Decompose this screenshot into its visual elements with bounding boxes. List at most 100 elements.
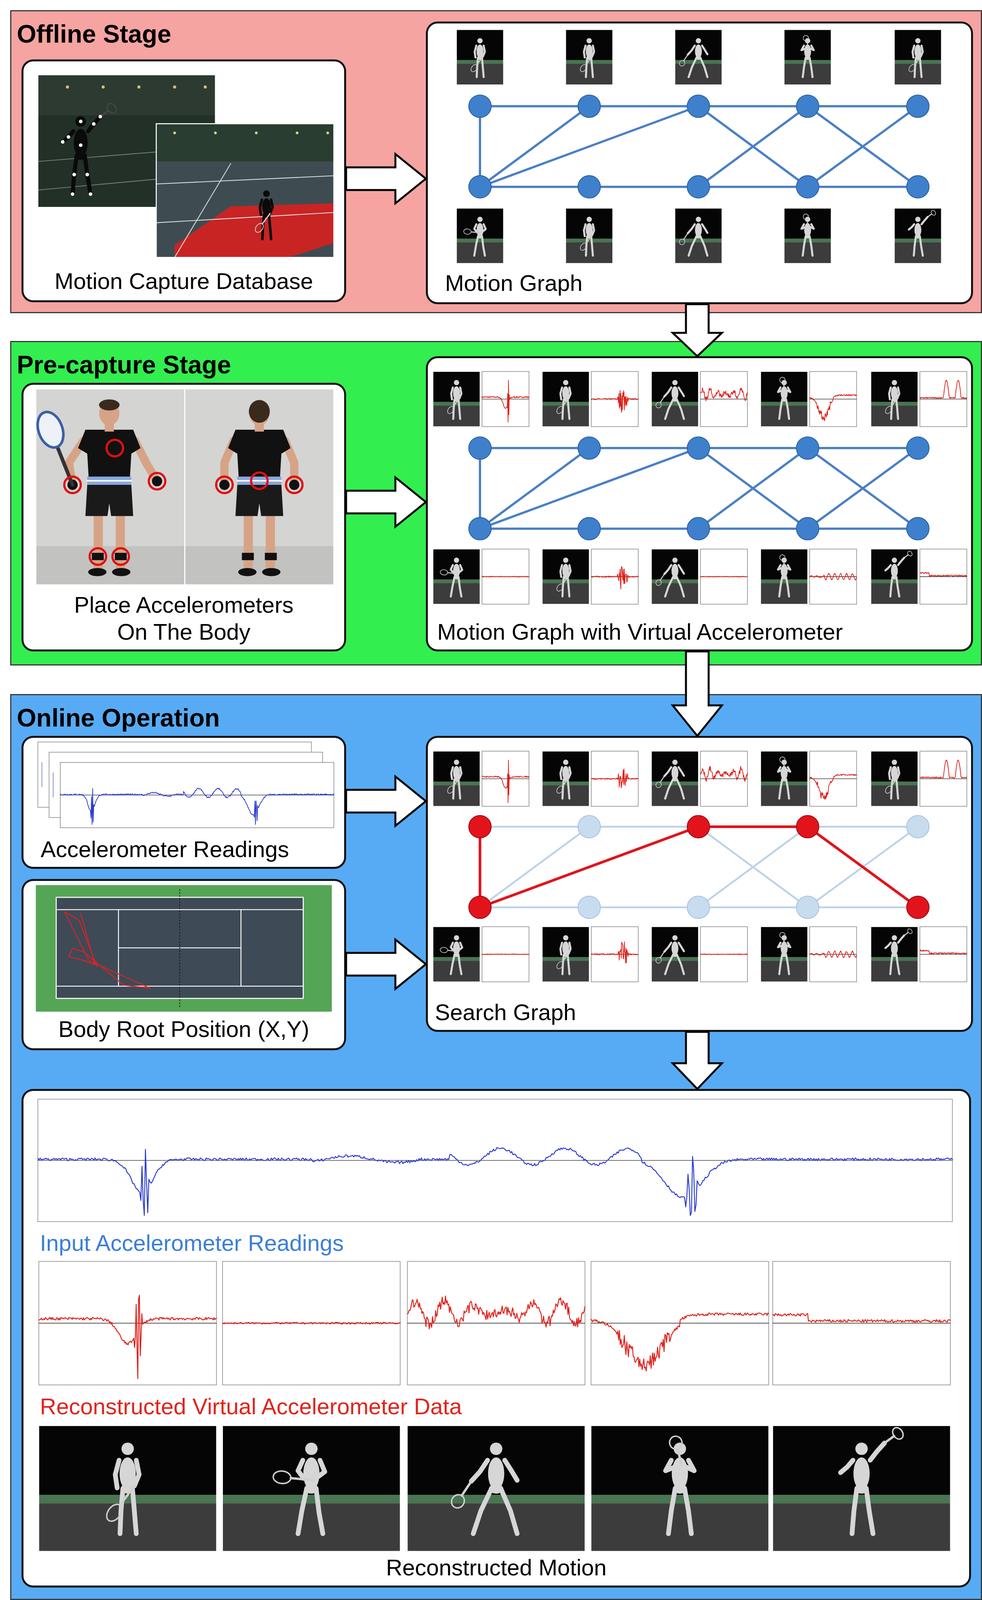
limb xyxy=(885,942,891,949)
graph-node xyxy=(578,517,601,540)
signal-plot xyxy=(809,751,857,807)
panel-label: Search Graph xyxy=(434,998,577,1027)
racket-handle xyxy=(884,1436,895,1444)
net-line xyxy=(179,889,181,1008)
light xyxy=(295,131,299,135)
pelvis xyxy=(453,575,460,580)
mannequin-figure xyxy=(908,209,937,256)
court-photo xyxy=(156,123,334,258)
limb xyxy=(786,399,789,419)
mannequin-figure xyxy=(654,557,684,597)
racket-head xyxy=(272,1470,292,1485)
graph-node xyxy=(468,517,492,540)
pelvis xyxy=(671,397,679,402)
illustration xyxy=(21,59,347,303)
head xyxy=(305,1442,318,1456)
floor xyxy=(760,404,808,427)
graph-edge xyxy=(698,185,808,189)
limb xyxy=(450,565,454,573)
graph-edge xyxy=(807,448,918,529)
floor-stripe xyxy=(432,579,480,584)
mannequin-figure xyxy=(840,1425,905,1534)
racket-head xyxy=(802,34,810,42)
graph-edge xyxy=(698,826,808,908)
limb xyxy=(134,1460,140,1487)
graph-edge xyxy=(479,448,699,529)
shoe xyxy=(87,568,107,577)
limb xyxy=(592,224,595,236)
stage-band: Accelerometer ReadingsBody Root Position… xyxy=(10,694,982,1600)
head xyxy=(891,759,898,766)
signal-trace xyxy=(482,954,530,956)
signal-trace xyxy=(919,380,967,399)
court-line xyxy=(56,985,304,987)
limb xyxy=(567,399,570,419)
racket-head xyxy=(667,1434,684,1451)
mannequin-figure xyxy=(777,931,790,975)
illustration xyxy=(425,356,974,652)
mannequin-figure xyxy=(555,935,571,975)
racket-handle xyxy=(453,398,460,407)
limb xyxy=(450,577,455,597)
plot-axis xyxy=(700,954,748,955)
thumb-frame xyxy=(870,751,918,807)
limb xyxy=(132,1489,137,1535)
render-thumbnail xyxy=(542,371,590,427)
limb xyxy=(701,45,708,55)
limb xyxy=(451,387,453,400)
racket-handle xyxy=(262,213,271,224)
limb xyxy=(777,565,782,570)
mocap-marker xyxy=(61,140,65,144)
mannequin-figure xyxy=(777,554,790,597)
limb xyxy=(897,387,900,399)
mannequin-figure xyxy=(439,557,463,597)
signal-trace xyxy=(700,766,748,782)
head xyxy=(915,216,921,223)
head xyxy=(477,37,483,44)
racket-handle xyxy=(476,56,483,65)
signal-plot xyxy=(772,1261,951,1386)
mocap-marker xyxy=(98,114,103,119)
limb xyxy=(458,779,461,799)
render-thumbnail xyxy=(675,208,722,264)
limb xyxy=(779,955,783,975)
limb xyxy=(665,779,674,799)
limb xyxy=(896,779,898,799)
graph-node xyxy=(687,815,710,839)
limb xyxy=(457,565,463,574)
head xyxy=(891,380,898,386)
limb xyxy=(458,577,462,597)
graph-edge xyxy=(807,447,918,450)
render-background xyxy=(894,29,942,85)
limb xyxy=(665,577,674,597)
racket-handle xyxy=(562,953,569,963)
render-thumbnail xyxy=(870,371,918,427)
shirt xyxy=(78,429,141,485)
graph-edge xyxy=(807,826,918,908)
photo-background xyxy=(184,389,334,586)
limb xyxy=(809,236,813,256)
plot-frame xyxy=(482,549,530,605)
signal-plot xyxy=(60,762,334,828)
racket-head xyxy=(779,554,786,561)
pelvis xyxy=(914,234,921,239)
graph-node xyxy=(468,815,492,839)
render-thumbnail xyxy=(590,1425,769,1552)
limb xyxy=(664,565,672,575)
render-background xyxy=(542,549,590,605)
shoe xyxy=(112,568,131,577)
racket-handle xyxy=(562,576,569,585)
signal-trace xyxy=(482,760,530,803)
floor-stripe xyxy=(870,957,918,962)
signal-trace xyxy=(591,941,639,964)
thumb-frame xyxy=(760,549,808,605)
mannequin-figure xyxy=(555,759,571,799)
limb xyxy=(786,779,789,799)
limb xyxy=(784,942,791,948)
signal-trace xyxy=(809,394,857,421)
limb xyxy=(473,1489,492,1535)
floor xyxy=(772,1501,951,1552)
panel-box: Motion Capture Database xyxy=(21,59,347,303)
floor xyxy=(870,784,918,807)
capture-area xyxy=(174,203,334,258)
